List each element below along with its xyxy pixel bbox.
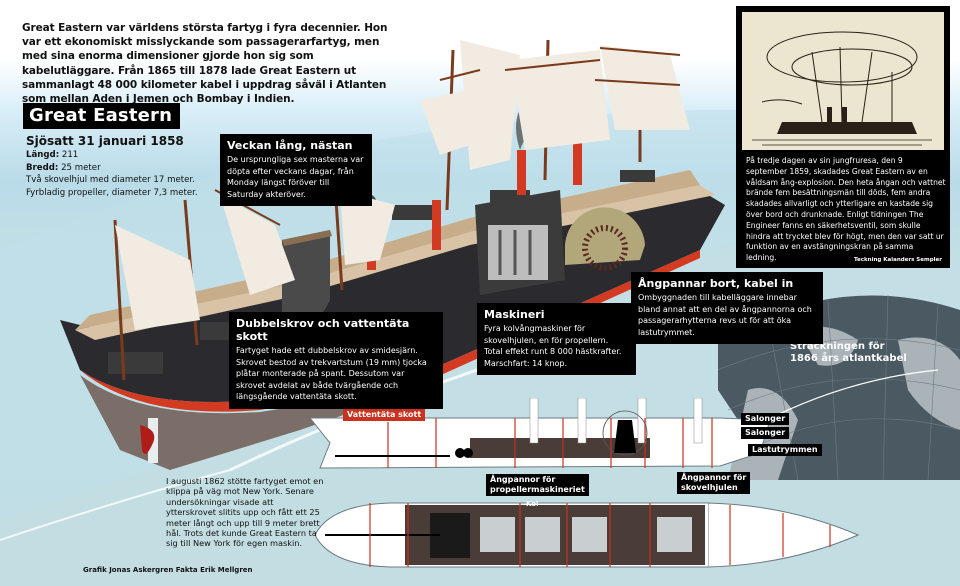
- ship-plan-bow: [708, 502, 860, 568]
- info-box-angpannar: Ångpannar bort, kabel in Ombyggnaden til…: [631, 272, 823, 344]
- label-pannor-skovel-line2: skovelhjulen: [681, 483, 738, 492]
- info-box-maskineri: Maskineri Fyra kolvångmaskiner för skove…: [477, 303, 636, 375]
- history-text: På tredje dagen av sin jungfruresa, den …: [746, 156, 946, 263]
- label-salonger-1: Salonger: [741, 413, 790, 425]
- ship-plan-diagram: [314, 502, 710, 568]
- info-box-text: De ursprungliga sex masterna var döpta e…: [227, 155, 364, 199]
- label-salonger-2: Salonger: [741, 427, 790, 439]
- spec-width-value: 25 meter: [58, 162, 101, 173]
- label-lastutrymmen: Lastutrymmen: [748, 444, 822, 456]
- label-pannor-propeller-line2: propellermaskineriet: [490, 485, 585, 494]
- sketch-credit: Teckning Kalanders Sempler: [854, 257, 942, 263]
- info-box-title: Maskineri: [484, 308, 545, 321]
- ship-profile-diagram: [308, 398, 771, 469]
- info-box-title: Ångpannar bort, kabel in: [638, 277, 794, 290]
- map-label: Sträckningen för 1866 års atlantkabel: [790, 341, 907, 365]
- spec-wheels: Två skovelhjul med diameter 17 meter. Fy…: [26, 175, 198, 198]
- specs: Sjösatt 31 januari 1858 Längd: 211 Bredd…: [26, 134, 236, 199]
- launch-date: Sjösatt 31 januari 1858: [26, 134, 184, 148]
- page-title: Great Eastern: [23, 103, 181, 129]
- spec-width-label: Bredd:: [26, 162, 59, 173]
- label-vattentata-skott: Vattentäta skott: [343, 409, 426, 421]
- label-pannor-propeller-line1: Ångpannor för: [490, 475, 556, 484]
- label-pannor-skovel-line1: Ångpannor för: [681, 473, 747, 482]
- explosion-sketch-image: [742, 12, 944, 150]
- info-box-title: Dubbelskrov och vattentäta skott: [236, 317, 410, 343]
- info-box-veckan: Veckan lång, nästan De ursprungliga sex …: [220, 134, 372, 206]
- spec-length-value: 211: [59, 150, 79, 160]
- spec-length-label: Längd:: [26, 150, 60, 160]
- info-box-title: Veckan lång, nästan: [227, 139, 353, 152]
- info-box-dubbelskrov: Dubbelskrov och vattentäta skott Fartyge…: [229, 312, 443, 409]
- info-box-text: Fyra kolvångmaskiner för skovelhjulen, e…: [484, 324, 622, 368]
- map-label-line1: Sträckningen för: [790, 341, 885, 352]
- label-pannor-propeller: Ångpannor för propellermaskineriet: [486, 474, 589, 496]
- credits: Grafik Jonas Askergren Fakta Erik Mellgr…: [83, 566, 253, 574]
- info-box-text: Ombyggnaden till kabelläggare innebar bl…: [638, 293, 812, 337]
- history-panel: På tredje dagen av sin jungfruresa, den …: [736, 6, 950, 268]
- map-label-line2: 1866 års atlantkabel: [790, 353, 907, 364]
- label-kol: Kol: [526, 500, 539, 508]
- spec-length: Längd: 211: [26, 149, 236, 162]
- spec-width: Bredd: 25 meter: [26, 162, 236, 175]
- intro-text: Great Eastern var världens största farty…: [22, 22, 388, 106]
- accident-text: I augusti 1862 stötte fartyget emot en k…: [166, 476, 324, 549]
- label-pannor-skovel: Ångpannor för skovelhjulen: [677, 472, 751, 494]
- info-box-text: Fartyget hade ett dubbelskrov av smidesj…: [236, 346, 427, 401]
